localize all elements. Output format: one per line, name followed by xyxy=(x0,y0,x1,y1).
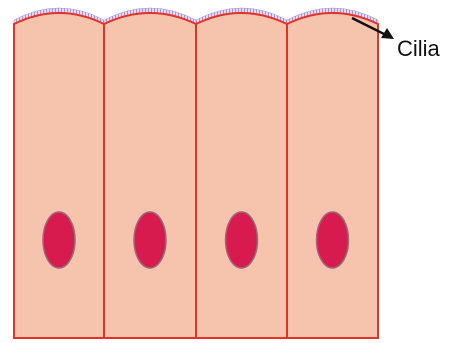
nucleus-cell-2 xyxy=(134,212,166,268)
nucleus-cell-4 xyxy=(317,212,349,268)
cilia-label: Cilia xyxy=(397,36,441,61)
cells-group xyxy=(14,8,378,338)
epithelial-cell-2 xyxy=(104,8,196,338)
nucleus-cell-3 xyxy=(226,212,258,268)
cell-body-cell-1 xyxy=(14,13,104,338)
epithelial-cell-4 xyxy=(287,8,378,338)
nucleus-cell-1 xyxy=(43,212,75,268)
cell-body-cell-2 xyxy=(104,13,196,338)
cell-body-cell-3 xyxy=(196,13,287,338)
epithelial-cell-3 xyxy=(196,8,287,338)
cell-body-cell-4 xyxy=(287,13,378,338)
epithelial-cell-1 xyxy=(14,8,104,338)
